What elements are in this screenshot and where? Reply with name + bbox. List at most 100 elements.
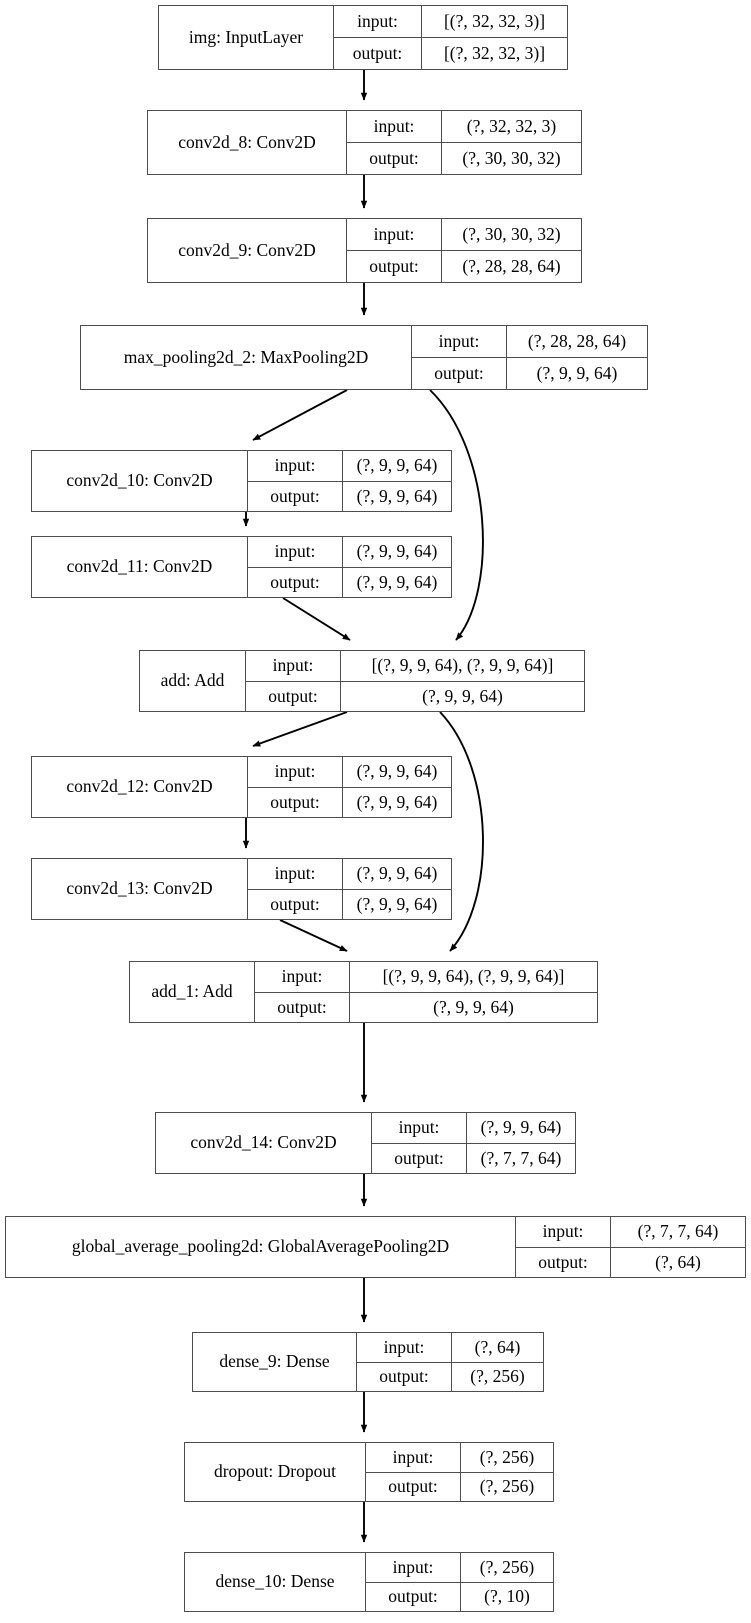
node-label-add_1: add_1: Add bbox=[151, 981, 233, 1002]
node-input-row-conv2d_8: input: (?, 32, 32, 3) bbox=[347, 111, 581, 143]
node-output-row-conv2d_9: output: (?, 28, 28, 64) bbox=[347, 251, 581, 282]
node-output-label: output: bbox=[334, 38, 422, 69]
node-input-label: input: bbox=[372, 1113, 467, 1143]
node-output-shape-conv2d_9: (?, 28, 28, 64) bbox=[462, 255, 561, 276]
node-output-label: output: bbox=[372, 1143, 467, 1173]
node-output-row-global_average_pooling2d: output:(?, 64) bbox=[516, 1247, 745, 1277]
node-input-row-max_pooling2d_2: input: (?, 28, 28, 64) bbox=[412, 326, 647, 358]
node-output-label: output: bbox=[412, 358, 507, 389]
node-output-label: output: bbox=[347, 143, 442, 174]
node-input-label: input: bbox=[366, 1553, 461, 1582]
node-label-conv2d_8: conv2d_8: Conv2D bbox=[178, 131, 316, 152]
node-output-row-dense_10: output: (?, 10) bbox=[366, 1582, 553, 1611]
graph-edge-add-to-conv2d_12 bbox=[252, 711, 348, 747]
node-output-label: output: bbox=[248, 889, 343, 919]
node-output-label: output: bbox=[248, 567, 343, 597]
node-output-shape-dropout: (?, 256) bbox=[479, 1476, 535, 1496]
graph-node-dense_9[interactable]: dense_9: Dense input:(?, 64)output:(?, 25… bbox=[192, 1332, 544, 1392]
node-input-row-dense_9: input:(?, 64) bbox=[357, 1333, 543, 1363]
node-input-row-add_1: input:[(?, 9, 9, 64), (?, 9, 9, 64)] bbox=[255, 962, 597, 993]
node-label-max_pooling2d_2: max_pooling2d_2: MaxPooling2D bbox=[123, 346, 369, 367]
node-input-row-conv2d_13: input:(?, 9, 9, 64) bbox=[248, 859, 451, 890]
graph-node-global_average_pooling2d[interactable]: global_average_pooling2d: GlobalAverageP… bbox=[5, 1216, 746, 1278]
node-io-table-max_pooling2d_2: input:(?, 28, 28, 64)output:(?, 9, 9, 64… bbox=[411, 326, 647, 389]
node-output-row-conv2d_11: output:(?, 9, 9, 64) bbox=[248, 567, 451, 597]
node-output-label: output: bbox=[366, 1582, 461, 1611]
node-output-row-img: output:[(?, 32, 32, 3)] bbox=[334, 38, 567, 69]
node-input-shape-conv2d_11: (?, 9, 9, 64) bbox=[356, 541, 438, 561]
node-input-row-global_average_pooling2d: input:(?, 7, 7, 64) bbox=[516, 1217, 745, 1248]
node-input-shape-conv2d_9: (?, 30, 30, 32) bbox=[462, 223, 561, 244]
node-input-label: input: bbox=[366, 1443, 461, 1472]
node-input-row-conv2d_9: input:(?, 30, 30, 32) bbox=[347, 219, 581, 251]
graph-edge-conv2d_13-to-add_1 bbox=[279, 919, 348, 952]
node-input-label: input: bbox=[246, 651, 341, 681]
node-io-table-conv2d_8: input: (?, 32, 32, 3) output: (?, 30, 30, 3… bbox=[346, 111, 581, 174]
graph-node-add_1[interactable]: add_1: Add input:[(?, 9, 9, 64), (?, 9, 9… bbox=[129, 961, 598, 1023]
node-label-conv2d_12: conv2d_12: Conv2D bbox=[66, 776, 213, 797]
node-output-row-dropout: output: (?, 256) bbox=[366, 1472, 553, 1501]
node-input-label: input: bbox=[248, 537, 343, 567]
node-input-shape-conv2d_8: (?, 32, 32, 3) bbox=[466, 115, 557, 136]
node-io-table-img: input: [(?, 32, 32, 3)] output:[(?, 32, 32… bbox=[333, 6, 567, 69]
node-label-dense_9: dense_9: Dense bbox=[219, 1351, 330, 1372]
node-output-shape-dense_10: (?, 10) bbox=[484, 1586, 530, 1606]
graph-edge-max_pooling2d_2-to-add bbox=[429, 389, 484, 641]
node-input-row-conv2d_11: input: (?, 9, 9, 64) bbox=[248, 537, 451, 568]
node-input-shape-global_average_pooling2d: (?, 7, 7, 64) bbox=[637, 1221, 719, 1241]
node-io-table-conv2d_12: input:(?, 9, 9, 64)output:(?, 9, 9, 64) bbox=[247, 757, 451, 817]
node-output-label: output: bbox=[366, 1472, 461, 1501]
graph-node-conv2d_8[interactable]: conv2d_8: Conv2D input: (?, 32, 32, 3) outp… bbox=[147, 110, 582, 175]
node-io-table-conv2d_10: input:(?, 9, 9, 64)output: (?, 9, 9, 64) bbox=[247, 451, 451, 511]
node-input-label: input: bbox=[248, 859, 343, 889]
graph-node-conv2d_13[interactable]: conv2d_13: Conv2D input:(?, 9, 9, 64)outp… bbox=[31, 858, 452, 920]
graph-node-max_pooling2d_2[interactable]: max_pooling2d_2: MaxPooling2D input: (?, 2… bbox=[80, 325, 648, 390]
graph-edge-conv2d_11-to-add bbox=[282, 597, 351, 641]
node-input-label: input: bbox=[347, 111, 442, 142]
node-input-label: input: bbox=[334, 6, 422, 37]
node-input-shape-max_pooling2d_2: (?, 28, 28, 64) bbox=[527, 330, 627, 351]
graph-node-dropout[interactable]: dropout: Dropout input: (?, 256)output: (?,… bbox=[184, 1442, 554, 1502]
node-label-conv2d_13: conv2d_13: Conv2D bbox=[66, 878, 213, 899]
node-output-label: output: bbox=[347, 251, 442, 282]
node-input-row-conv2d_10: input:(?, 9, 9, 64) bbox=[248, 451, 451, 482]
node-output-row-add_1: output:(?, 9, 9, 64) bbox=[255, 992, 597, 1022]
node-input-row-conv2d_12: input:(?, 9, 9, 64) bbox=[248, 757, 451, 788]
node-label-conv2d_11: conv2d_11: Conv2D bbox=[66, 556, 213, 577]
node-output-label: output: bbox=[248, 481, 343, 511]
node-io-table-add: input: [(?, 9, 9, 64), (?, 9, 9, 64)] outp… bbox=[245, 651, 584, 711]
node-label-conv2d_10: conv2d_10: Conv2D bbox=[66, 470, 213, 491]
node-output-label: output: bbox=[516, 1247, 611, 1277]
node-input-shape-add: [(?, 9, 9, 64), (?, 9, 9, 64)] bbox=[371, 655, 554, 675]
node-output-shape-conv2d_12: (?, 9, 9, 64) bbox=[356, 791, 438, 812]
node-output-row-dense_9: output:(?, 256) bbox=[357, 1362, 543, 1391]
node-label-dropout: dropout: Dropout bbox=[213, 1461, 336, 1482]
node-input-label: input: bbox=[357, 1333, 452, 1362]
graph-edge-max_pooling2d_2-to-conv2d_10 bbox=[252, 389, 348, 441]
node-output-shape-add_1: (?, 9, 9, 64) bbox=[433, 996, 514, 1017]
node-output-row-conv2d_10: output: (?, 9, 9, 64) bbox=[248, 481, 451, 511]
node-input-label: input: bbox=[248, 451, 343, 481]
node-io-table-add_1: input:[(?, 9, 9, 64), (?, 9, 9, 64)]outp… bbox=[254, 962, 597, 1022]
graph-node-conv2d_11[interactable]: conv2d_11: Conv2D input: (?, 9, 9, 64) outp… bbox=[31, 536, 452, 598]
node-input-row-img: input: [(?, 32, 32, 3)] bbox=[334, 6, 567, 38]
node-io-table-global_average_pooling2d: input:(?, 7, 7, 64)output:(?, 64) bbox=[515, 1217, 745, 1277]
node-io-table-conv2d_14: input:(?, 9, 9, 64)output:(?, 7, 7, 64) bbox=[371, 1113, 575, 1173]
node-input-shape-img: [(?, 32, 32, 3)] bbox=[443, 10, 546, 31]
node-input-label: input: bbox=[412, 326, 507, 357]
node-output-label: output: bbox=[246, 681, 341, 711]
node-input-label: input: bbox=[248, 757, 343, 787]
node-output-shape-conv2d_8: (?, 30, 30, 32) bbox=[462, 147, 561, 168]
node-output-shape-conv2d_10: (?, 9, 9, 64) bbox=[356, 485, 438, 506]
node-output-shape-dense_9: (?, 256) bbox=[470, 1366, 525, 1386]
node-io-table-dropout: input: (?, 256)output: (?, 256) bbox=[365, 1443, 553, 1501]
node-input-shape-conv2d_14: (?, 9, 9, 64) bbox=[480, 1117, 562, 1137]
node-input-row-conv2d_14: input: (?, 9, 9, 64) bbox=[372, 1113, 575, 1144]
